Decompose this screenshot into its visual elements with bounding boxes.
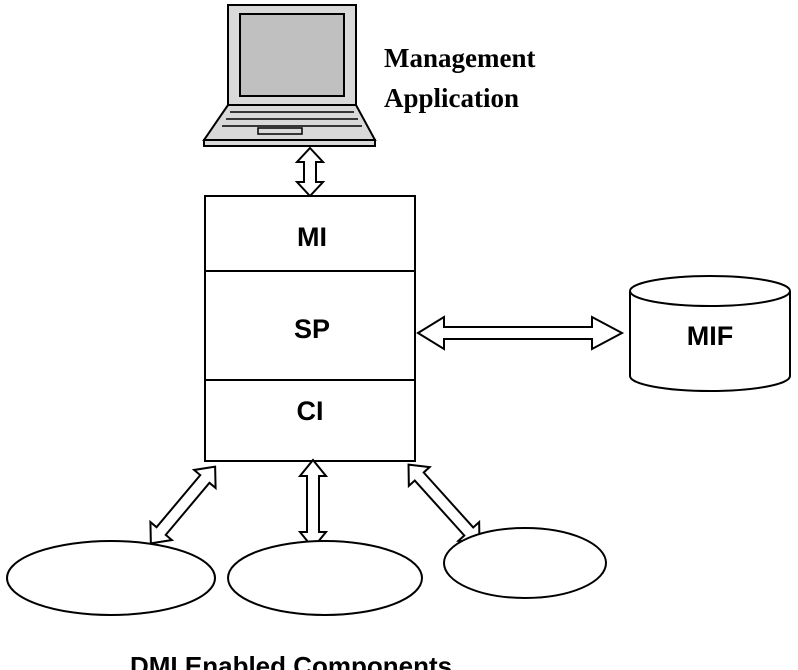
component-ellipse-1 — [6, 540, 216, 616]
component-ellipse-3 — [443, 527, 607, 599]
management-label-line1: Management — [384, 43, 535, 73]
dmi-stack — [204, 195, 416, 462]
ci-layer-label: CI — [297, 396, 324, 426]
laptop-stack-arrow — [294, 146, 326, 198]
components-caption: DMI Enabled Components — [130, 651, 452, 670]
management-label-line2: Application — [384, 83, 519, 113]
component-ellipse-2 — [227, 540, 423, 616]
sp-layer-label: SP — [294, 314, 330, 344]
mif-label: MIF — [687, 321, 734, 351]
stack-component-arrow-center — [297, 458, 329, 550]
sp-mif-arrow — [416, 315, 625, 351]
mi-layer-label: MI — [297, 222, 327, 252]
laptop-icon — [202, 4, 377, 147]
mif-database-icon — [629, 275, 791, 392]
stack-component-arrow-left — [149, 465, 217, 545]
